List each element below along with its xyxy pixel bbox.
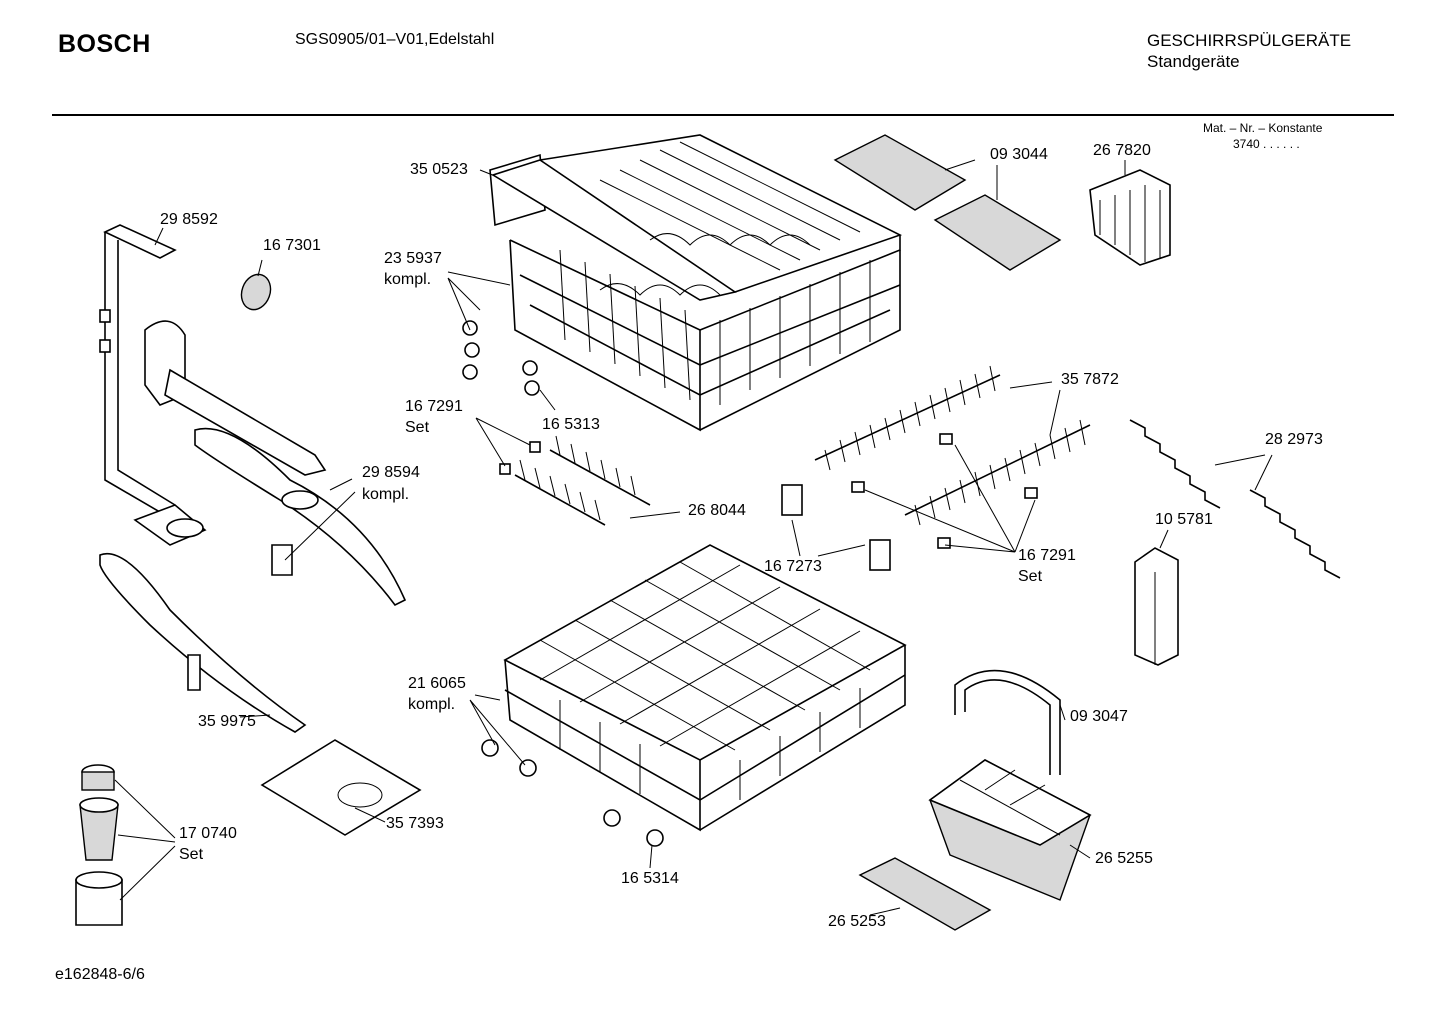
cup-shelf-drawing	[833, 134, 1062, 271]
subcategory-title: Standgeräte	[1147, 52, 1240, 71]
part-label-165313: 16 5313	[542, 416, 600, 433]
grid-cover-drawing	[240, 273, 272, 311]
document-id: e162848-6/6	[55, 966, 145, 983]
part-label-359975: 35 9975	[198, 713, 256, 730]
part-label-167273: 16 7273	[764, 558, 822, 575]
tine-row-small-drawing	[514, 435, 651, 526]
filter-plate-drawing	[260, 739, 422, 836]
supply-tube-drawing	[99, 224, 177, 516]
part-label-282973: 28 2973	[1265, 431, 1323, 448]
cutlery-cover-drawing	[858, 857, 992, 931]
part-label-235937: 23 5937	[384, 250, 442, 267]
part-label-170740: 17 0740	[179, 825, 237, 842]
header-divider	[52, 114, 1394, 116]
lower-spray-arm-drawing	[99, 553, 307, 733]
material-number-value: 3740 . . . . . .	[1233, 137, 1300, 151]
part-label-216065: 21 6065	[408, 675, 466, 692]
part-label-167291-a: 16 7291	[405, 398, 463, 415]
part-label-167291-b-note: Set	[1018, 568, 1043, 585]
part-label-167291-a-note: Set	[405, 419, 430, 436]
part-label-093044: 09 3044	[990, 146, 1048, 163]
cutlery-basket-drawing	[928, 759, 1092, 901]
upper-spray-arm-drawing	[194, 427, 407, 607]
part-label-298594-note: kompl.	[362, 486, 410, 503]
clip-drawing	[499, 433, 1038, 571]
part-label-265255: 26 5255	[1095, 850, 1153, 867]
filter-set-drawing	[75, 764, 123, 926]
part-label-093047: 09 3047	[1070, 708, 1128, 725]
part-label-170740-note: Set	[179, 846, 204, 863]
part-label-298592: 29 8592	[160, 211, 218, 228]
part-label-235937-note: kompl.	[384, 271, 432, 288]
leader-lines	[114, 159, 1273, 916]
part-label-350523: 35 0523	[410, 161, 468, 178]
part-label-167301: 16 7301	[263, 237, 321, 254]
lower-basket-drawing	[481, 544, 907, 847]
cutlery-insert-drawing	[1134, 547, 1179, 666]
part-label-267820: 26 7820	[1093, 142, 1151, 159]
small-basket-drawing	[1089, 169, 1171, 266]
part-label-268044: 26 8044	[688, 502, 746, 519]
part-label-105781: 10 5781	[1155, 511, 1213, 528]
part-label-298594: 29 8594	[362, 464, 420, 481]
model-number: SGS0905/01–V01,Edelstahl	[295, 31, 495, 48]
material-number-label: Mat. – Nr. – Konstante	[1203, 121, 1323, 135]
tine-row-drawing	[814, 365, 1091, 526]
category-title: GESCHIRRSPÜLGERÄTE	[1147, 31, 1352, 50]
cup-rack-step-drawing	[1129, 419, 1341, 579]
spray-arm-feed-drawing	[133, 320, 327, 546]
part-label-357393: 35 7393	[386, 815, 444, 832]
part-label-216065-note: kompl.	[408, 696, 456, 713]
part-label-265253: 26 5253	[828, 913, 886, 930]
upper-basket-drawing	[462, 134, 903, 432]
part-label-165314: 16 5314	[621, 870, 679, 887]
part-label-167291-b: 16 7291	[1018, 547, 1076, 564]
brand-logo: BOSCH	[58, 30, 151, 58]
part-label-357872: 35 7872	[1061, 371, 1119, 388]
basket-handle-drawing	[954, 669, 1061, 775]
